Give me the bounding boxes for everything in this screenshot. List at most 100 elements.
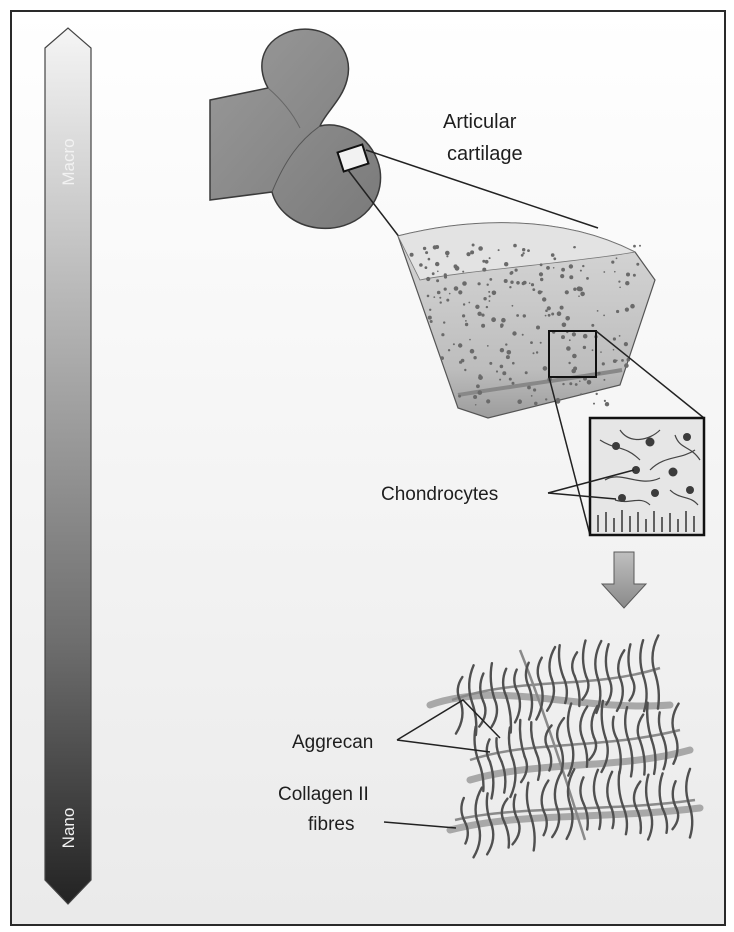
tissue-speckle [545, 315, 547, 317]
tissue-speckle [506, 355, 510, 359]
tissue-speckle [625, 308, 629, 312]
tissue-speckle [613, 349, 615, 351]
tissue-speckle [477, 312, 481, 316]
tissue-speckle [614, 271, 616, 273]
tissue-speckle [463, 303, 465, 305]
tissue-speckle [468, 302, 470, 304]
tissue-speckle [626, 273, 630, 277]
tissue-speckle [449, 293, 451, 295]
tissue-speckle [466, 252, 470, 256]
tissue-speckle [516, 314, 519, 317]
tissue-speckle [619, 287, 621, 289]
tissue-speckle [458, 395, 461, 398]
tissue-speckle [639, 245, 641, 247]
tissue-speckle [444, 288, 447, 291]
tissue-speckle [553, 267, 555, 269]
tissue-speckle [633, 245, 636, 248]
tissue-speckle [500, 348, 504, 352]
tissue-speckle [496, 370, 498, 372]
tissue-speckle [592, 349, 594, 351]
tissue-speckle [469, 339, 471, 341]
tissue-speckle [603, 315, 605, 317]
tissue-speckle [487, 345, 489, 347]
tissue-speckle [619, 335, 621, 337]
tissue-speckle [478, 246, 483, 251]
tissue-speckle [482, 268, 486, 272]
tissue-speckle [577, 286, 582, 291]
tissue-speckle [624, 363, 629, 368]
tissue-speckle [541, 291, 543, 293]
tissue-speckle [521, 254, 524, 257]
tissue-speckle [441, 333, 444, 336]
tissue-speckle [546, 266, 550, 270]
tissue-speckle [510, 281, 513, 284]
tissue-speckle [437, 291, 441, 295]
tissue-speckle [621, 359, 624, 362]
tissue-speckle [489, 278, 492, 281]
tissue-speckle [527, 386, 531, 390]
tissue-speckle [625, 281, 629, 285]
tissue-speckle [566, 346, 571, 351]
tissue-speckle [613, 337, 616, 340]
tissue-speckle [600, 351, 602, 353]
tissue-speckle [603, 271, 605, 273]
tissue-speckle [430, 320, 433, 323]
tissue-speckle [557, 311, 562, 316]
tissue-speckle [440, 301, 442, 303]
tissue-speckle [458, 343, 462, 347]
tissue-speckle [624, 342, 628, 346]
tissue-speckle [445, 251, 450, 256]
tissue-speckle [454, 286, 459, 291]
label-aggrecan: Aggrecan [292, 732, 373, 753]
tissue-speckle [569, 382, 572, 385]
tissue-speckle [486, 306, 488, 308]
tissue-speckle [501, 318, 506, 323]
tissue-speckle [455, 266, 460, 271]
tissue-speckle [489, 362, 492, 365]
tissue-speckle [499, 379, 501, 381]
tissue-speckle [512, 305, 514, 307]
tissue-speckle [500, 365, 504, 369]
tissue-speckle [461, 359, 465, 363]
tissue-speckle [522, 334, 524, 336]
tissue-speckle [504, 262, 508, 266]
label-chondrocytes: Chondrocytes [381, 484, 498, 505]
tissue-speckle [425, 266, 428, 269]
tissue-speckle [476, 384, 480, 388]
tissue-speckle [579, 380, 581, 382]
tissue-speckle [433, 245, 437, 249]
tissue-speckle [488, 291, 490, 293]
tissue-speckle [618, 281, 620, 283]
tissue-speckle [540, 342, 542, 344]
tissue-speckle [510, 272, 513, 275]
tissue-speckle [540, 263, 543, 266]
tissue-speckle [426, 277, 430, 281]
tissue-speckle [504, 279, 508, 283]
tissue-speckle [527, 249, 530, 252]
tissue-speckle [486, 399, 490, 403]
tissue-speckle [596, 393, 598, 395]
tissue-speckle [561, 268, 565, 272]
tissue-speckle [547, 306, 551, 310]
tissue-speckle [586, 277, 589, 280]
tissue-speckle [630, 304, 635, 309]
tissue-speckle [545, 398, 547, 400]
tissue-speckle [429, 309, 431, 311]
tissue-speckle [536, 326, 540, 330]
tissue-speckle [580, 292, 585, 297]
tissue-speckle [553, 257, 556, 260]
tissue-speckle [516, 281, 520, 285]
tissue-speckle [419, 263, 423, 267]
tissue-speckle [597, 372, 600, 375]
tissue-speckle [509, 378, 512, 381]
tissue-speckle [539, 272, 543, 276]
tissue-speckle [500, 323, 504, 327]
tissue-speckle [489, 295, 491, 297]
tissue-speckle [435, 262, 439, 266]
tissue-speckle [475, 404, 477, 406]
tissue-speckle [551, 253, 555, 257]
tissue-speckle [575, 383, 578, 386]
tissue-speckle [489, 257, 491, 259]
tissue-speckle [458, 290, 462, 294]
